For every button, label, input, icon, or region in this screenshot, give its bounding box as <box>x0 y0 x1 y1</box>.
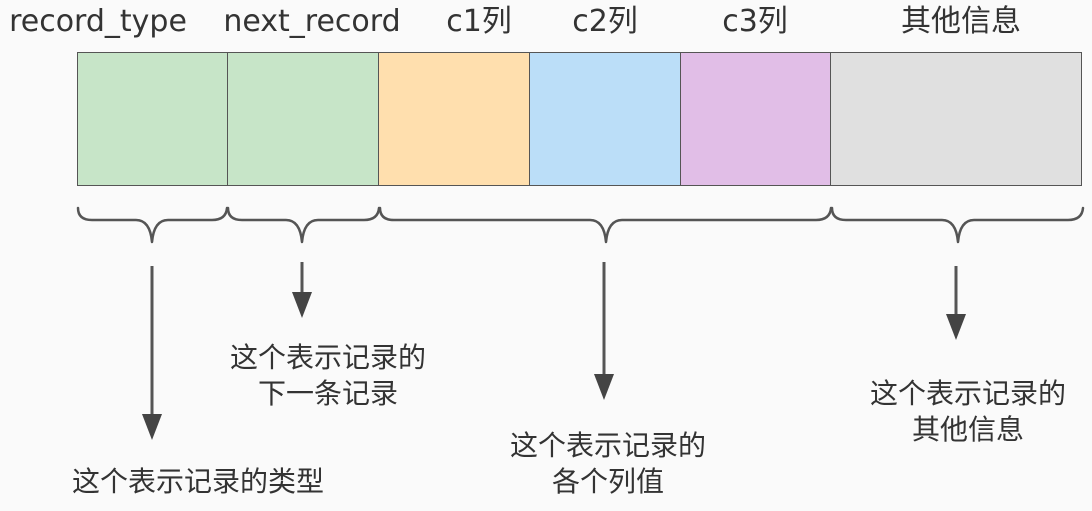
caption-other-info: 这个表示记录的 其他信息 <box>812 376 1092 448</box>
arrow-columns-head <box>594 374 614 400</box>
cell-record-type <box>77 52 229 186</box>
header-record-type: record_type <box>9 4 187 39</box>
header-next-record: next_record <box>223 4 401 39</box>
header-other-info: 其他信息 <box>901 4 1021 39</box>
brace-columns <box>378 206 833 244</box>
header-c1: c1列 <box>446 4 512 39</box>
caption-record-type-line-1: 这个表示记录的类型 <box>71 465 324 498</box>
header-c2: c2列 <box>572 4 638 39</box>
brace-next-record <box>226 206 381 244</box>
arrow-other-info-head <box>946 314 966 340</box>
brace-record-type <box>76 206 229 244</box>
arrow-record-type-head <box>142 414 162 440</box>
caption-columns-line-2: 各个列值 <box>551 465 664 498</box>
caption-record-type: 这个表示记录的类型 <box>22 464 374 500</box>
caption-columns-line-1: 这个表示记录的 <box>509 429 706 462</box>
cell-next-record <box>227 52 380 186</box>
cell-other-info <box>830 52 1082 186</box>
caption-columns: 这个表示记录的 各个列值 <box>452 428 764 500</box>
caption-next-record-line-2: 下一条记录 <box>257 377 398 410</box>
header-c3: c3列 <box>722 4 788 39</box>
caption-other-info-line-2: 其他信息 <box>911 413 1024 446</box>
brace-other-info <box>830 206 1085 244</box>
cell-c1 <box>378 52 531 186</box>
caption-next-record-line-1: 这个表示记录的 <box>229 341 426 374</box>
arrow-next-record-head <box>292 292 312 318</box>
cell-c2 <box>529 52 682 186</box>
caption-other-info-line-1: 这个表示记录的 <box>869 377 1066 410</box>
caption-next-record: 这个表示记录的 下一条记录 <box>172 340 484 412</box>
